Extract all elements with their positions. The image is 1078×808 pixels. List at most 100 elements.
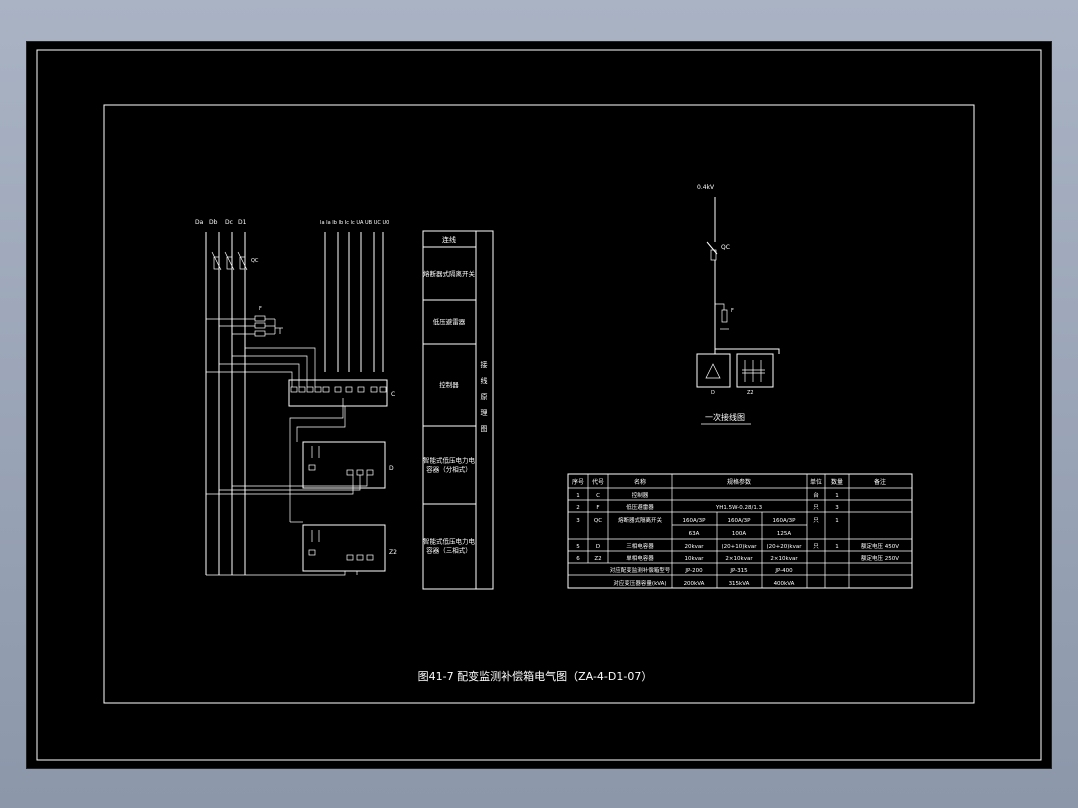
table-cell-spec: JP-315 <box>729 568 748 574</box>
capacitor-box-z2 <box>736 353 774 388</box>
device-label-z2: Z2 <box>389 549 397 556</box>
th-unit: 单位 <box>810 478 822 486</box>
table-cell-spec: 2×10kvar <box>725 556 753 562</box>
voltage-label: 0.4kV <box>697 184 715 191</box>
table-cell: 低压避雷器 <box>626 503 654 511</box>
table-cell: F <box>596 505 599 511</box>
table-cell: Z2 <box>594 556 601 562</box>
arresters <box>206 315 283 337</box>
box-label-z2: Z2 <box>747 390 754 396</box>
control-loop <box>296 406 346 442</box>
primary-wiring-diagram: 0.4kV QC F D Z2 一次接线图 <box>696 184 780 425</box>
d-connection <box>206 475 354 495</box>
bus-label-d1: D1 <box>238 219 247 226</box>
table-cell-spec: 160A/3P <box>683 518 707 524</box>
primary-title: 一次接线图 <box>705 412 745 422</box>
capacitor-d-terminals <box>308 446 374 476</box>
device-label-c: C <box>391 391 395 398</box>
table-cell: 只 <box>813 504 819 511</box>
table-cell: 2 <box>576 505 580 511</box>
electrical-drawing: Da Db Dc D1 Ia Ia Ib Ib Ic Ic UA UB UC U… <box>36 49 1042 761</box>
legend-side-title-char: 理 <box>481 409 488 417</box>
tap-line <box>232 355 308 387</box>
table-cell-spec: JP-200 <box>684 568 703 574</box>
legend-side-title-char: 图 <box>481 425 488 433</box>
table-cell: 额定电压 450V <box>861 542 899 550</box>
legend-side-title-char: 线 <box>481 376 488 385</box>
breaker-label: QC <box>721 244 730 251</box>
table-cell: 5 <box>576 544 580 550</box>
legend-row-0: 熔断器式隔离开关 <box>423 269 476 278</box>
table-cell-spec: YH1.5W-0.28/1.3 <box>715 505 763 511</box>
th-spec: 规格参数 <box>727 478 751 486</box>
bus-label-a: Da <box>195 219 204 226</box>
table-cell-spec: 200kVA <box>684 581 705 587</box>
table-cell: C <box>596 493 600 499</box>
table-cell: 对应变压器容量(kVA) <box>613 579 666 587</box>
legend-header: 连线 <box>442 235 456 244</box>
legend-row-3: 容器（分相式） <box>426 465 472 474</box>
arrester-label: F <box>731 308 734 314</box>
delta-symbol <box>705 363 721 379</box>
controller-box <box>288 379 388 407</box>
qc-label: QC <box>251 258 259 264</box>
legend-row-4: 智能式低压电力电 <box>423 537 476 546</box>
table-cell-spec: 160A/3P <box>773 518 797 524</box>
table-cell-spec: 160A/3P <box>728 518 752 524</box>
box-label-d: D <box>711 390 715 396</box>
capacitor-box-d <box>696 353 731 388</box>
ct-labels: Ia Ia Ib Ib Ic Ic UA UB UC U0 <box>320 220 389 226</box>
table-cell: 1 <box>835 518 839 524</box>
table-cell: 额定电压 250V <box>861 554 899 562</box>
arrester-symbol <box>721 309 728 323</box>
control-loop <box>289 398 344 522</box>
device-label-d: D <box>389 465 394 472</box>
cad-viewport[interactable]: Da Db Dc D1 Ia Ia Ib Ib Ic Ic UA UB UC U… <box>27 42 1051 768</box>
table-cell: D <box>596 544 600 550</box>
table-cell: 三相电容器 <box>626 542 654 550</box>
table-cell-spec: 400kVA <box>774 581 795 587</box>
secondary-wiring-diagram: Da Db Dc D1 Ia Ia Ib Ib Ic Ic UA UB UC U… <box>195 219 397 576</box>
d-connection <box>219 475 361 491</box>
legend-row-2: 控制器 <box>439 380 459 389</box>
table-cell-spec: 2×10kvar <box>770 556 798 562</box>
table-cell-spec: (20+20)kvar <box>767 544 803 550</box>
bus-label-c: Dc <box>225 219 233 226</box>
table-cell: 熔断器式隔离开关 <box>618 516 663 524</box>
table-cell-spec: 63A <box>689 531 700 537</box>
table-cell-spec: 20kvar <box>684 544 704 550</box>
table-cell: 1 <box>835 544 839 550</box>
controller-terminals <box>290 386 387 393</box>
table-cell: 只 <box>813 517 819 524</box>
outer-frame <box>36 49 1042 761</box>
legend-row-3: 智能式低压电力电 <box>423 456 476 465</box>
table-cell: QC <box>594 518 602 524</box>
legend-row-4: 容器（三相式） <box>426 546 472 555</box>
table-cell: 1 <box>576 493 580 499</box>
th-note: 备注 <box>874 478 886 486</box>
th-name: 名称 <box>634 478 646 486</box>
table-cell-spec: JP-400 <box>774 568 793 574</box>
tap-line <box>245 347 316 387</box>
th-qty: 数量 <box>831 478 843 486</box>
z2-connection <box>206 571 346 576</box>
legend-side-title-char: 原 <box>481 393 488 401</box>
tap-line <box>206 371 293 387</box>
drawing-caption: 图41-7 配变监测补偿箱电气图（ZA-4-D1-07） <box>418 669 653 683</box>
fused-isolators <box>211 251 248 271</box>
capacitor-z2-box <box>302 524 386 572</box>
table-cell: 单相电容器 <box>626 554 654 562</box>
legend-strip: 连线 熔断器式隔离开关低压避雷器控制器智能式低压电力电容器（分相式）智能式低压电… <box>422 230 494 590</box>
th-code: 代号 <box>592 478 604 486</box>
single-phase-symbol <box>742 360 765 382</box>
table-cell-spec: 10kvar <box>684 556 704 562</box>
table-cell: 控制器 <box>632 491 649 499</box>
table-cell-spec: 125A <box>777 531 791 537</box>
breaker-fuse <box>710 249 717 261</box>
capacitor-z2-terminals <box>308 530 374 561</box>
table-cell: 6 <box>576 556 580 562</box>
table-cell: 3 <box>835 505 839 511</box>
legend-row-1: 低压避雷器 <box>433 317 466 326</box>
legend-side-title-char: 接 <box>481 360 488 369</box>
